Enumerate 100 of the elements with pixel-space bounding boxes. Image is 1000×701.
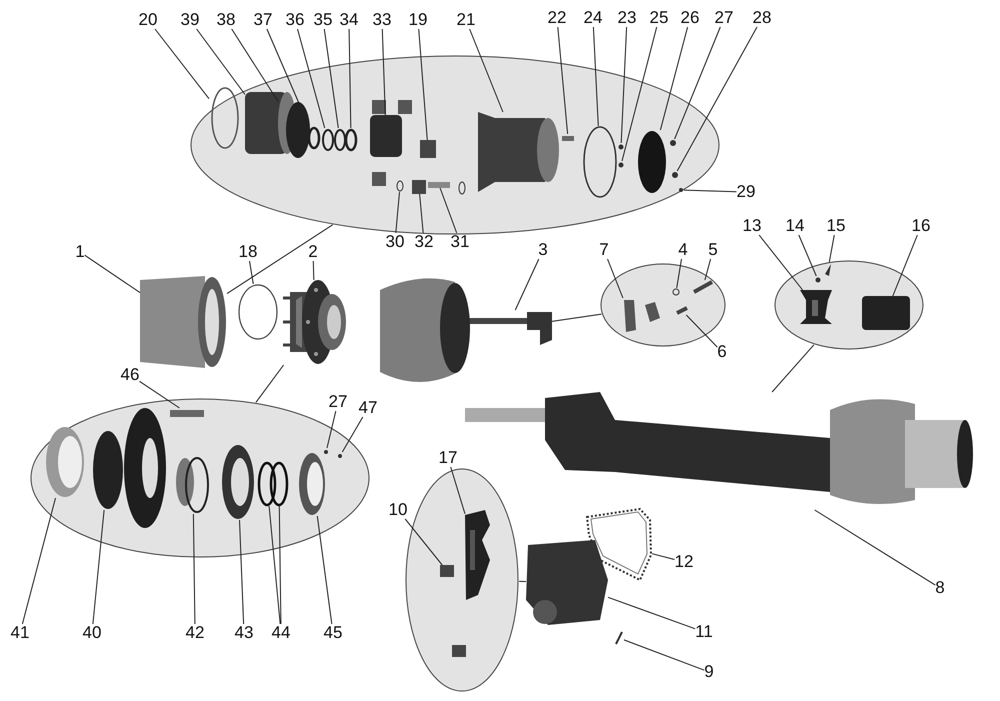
leader-line — [704, 258, 712, 280]
callout-number: 9 — [704, 663, 714, 681]
callout-number: 44 — [272, 624, 290, 642]
callout-number: 33 — [372, 11, 392, 29]
callout-number: 27 — [328, 393, 348, 411]
callout-number: 10 — [388, 501, 408, 519]
leader-line — [326, 410, 336, 448]
callout-number: 13 — [742, 217, 762, 235]
callout-number: 47 — [358, 399, 378, 417]
leader-line — [418, 28, 428, 140]
callout-number: 37 — [254, 11, 272, 29]
leader-line — [268, 506, 281, 624]
leader-line — [324, 28, 339, 128]
leader-line — [231, 28, 278, 102]
leader-line — [592, 26, 599, 126]
callout-number: 42 — [186, 624, 204, 642]
leader-line — [84, 254, 140, 294]
leader-line — [674, 26, 721, 140]
callout-number: 31 — [450, 233, 470, 251]
leader-line — [660, 26, 688, 130]
callout-number: 20 — [138, 11, 158, 29]
leader-line — [404, 518, 443, 566]
callout-number: 28 — [752, 9, 772, 27]
leader-line — [469, 28, 504, 112]
leader-line — [316, 516, 332, 624]
callout-number: 22 — [548, 9, 566, 27]
callout-number: 27 — [714, 9, 734, 27]
callout-number: 38 — [216, 11, 236, 29]
callout-number: 25 — [650, 9, 668, 27]
leader-line — [622, 26, 658, 162]
callout-number: 36 — [286, 11, 304, 29]
leader-line — [154, 28, 210, 100]
callout-number: 45 — [324, 624, 342, 642]
leader-line — [226, 224, 334, 294]
callout-number: 32 — [414, 233, 434, 251]
callout-number: 19 — [408, 11, 428, 29]
leader-line — [395, 192, 400, 234]
leader-line — [514, 258, 540, 310]
leader-line — [239, 520, 244, 624]
callout-number: 5 — [708, 241, 718, 259]
leader-line — [297, 28, 326, 128]
callout-number: 14 — [786, 217, 804, 235]
callout-number: 40 — [82, 624, 102, 642]
callout-number: 24 — [584, 9, 602, 27]
leader-line — [342, 416, 364, 452]
callout-number: 11 — [695, 623, 713, 641]
leader-line — [758, 234, 804, 290]
leader-line — [139, 380, 180, 408]
callout-number: 26 — [680, 9, 700, 27]
leader-line — [772, 344, 814, 392]
callout-number: 46 — [120, 366, 140, 384]
leader-line — [676, 26, 758, 172]
leader-line — [419, 194, 424, 234]
callout-number: 18 — [238, 243, 258, 261]
leader-line — [828, 234, 835, 262]
leader-line — [518, 580, 526, 582]
callout-number: 30 — [386, 233, 404, 251]
leader-line — [192, 514, 196, 624]
callout-number: 34 — [340, 11, 358, 29]
callout-number: 2 — [308, 243, 318, 261]
callout-number: 43 — [234, 624, 254, 642]
leader-line — [686, 314, 718, 348]
leader-line — [684, 190, 737, 192]
leader-line — [607, 258, 624, 298]
callout-number: 3 — [538, 241, 548, 259]
leader-line — [620, 26, 628, 144]
leader-line — [278, 506, 282, 624]
leader-line — [312, 260, 314, 280]
callout-number: 6 — [717, 343, 727, 361]
leader-line — [440, 188, 458, 234]
leader-line — [608, 596, 696, 630]
leader-line — [552, 314, 602, 322]
leader-line — [676, 258, 682, 288]
leader-line — [92, 510, 105, 624]
callout-number: 17 — [438, 449, 458, 467]
callout-number: 12 — [674, 553, 694, 571]
callout-number: 7 — [599, 241, 609, 259]
leader-line — [22, 498, 56, 624]
callout-number: 8 — [935, 579, 945, 597]
leader-line — [814, 510, 936, 586]
leader-line — [624, 639, 705, 671]
callout-number: 16 — [912, 217, 930, 235]
callout-number: 41 — [10, 624, 30, 642]
leader-line — [382, 28, 386, 116]
leader-line — [255, 364, 284, 403]
callout-number: 4 — [678, 241, 688, 259]
callout-number: 15 — [826, 217, 846, 235]
leader-line — [798, 234, 817, 276]
callout-number: 1 — [75, 243, 85, 261]
callout-number: 35 — [314, 11, 332, 29]
leader-line — [196, 28, 246, 95]
leader-line — [892, 234, 918, 296]
callout-number: 29 — [736, 183, 756, 201]
leader-line — [557, 26, 568, 134]
leader-line — [348, 28, 352, 128]
callout-number: 21 — [456, 11, 476, 29]
callout-number: 23 — [618, 9, 636, 27]
leader-line — [652, 553, 675, 560]
callout-number: 39 — [180, 11, 200, 29]
leader-line — [249, 260, 254, 284]
